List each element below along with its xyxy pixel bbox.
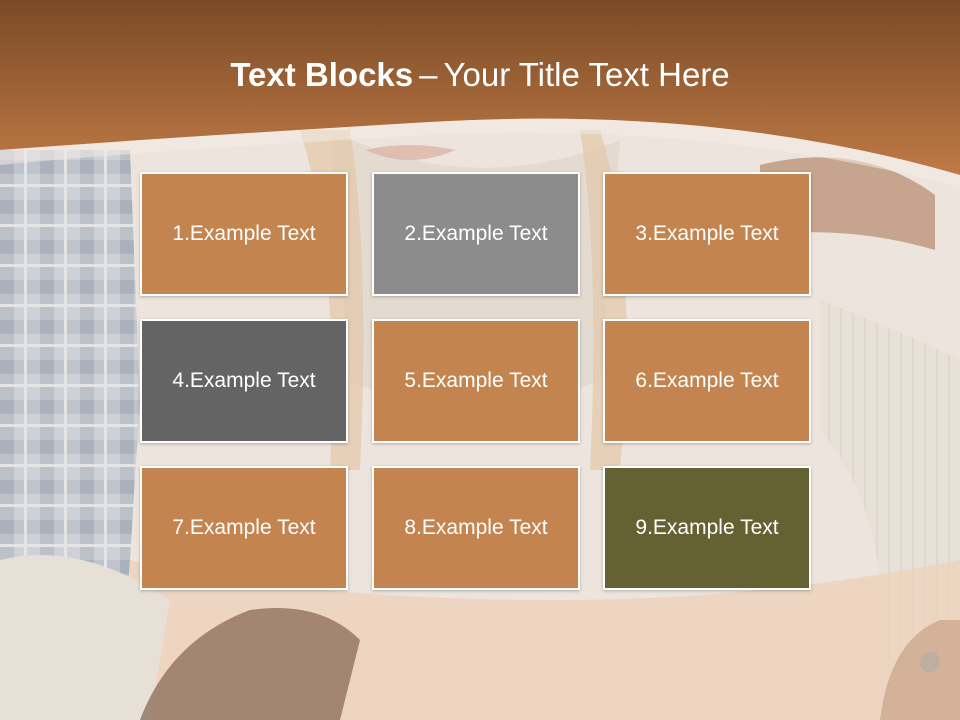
text-block-5[interactable]: 5.Example Text <box>372 319 580 443</box>
text-block-3[interactable]: 3.Example Text <box>603 172 811 296</box>
title-bold: Text Blocks <box>230 56 414 93</box>
text-block-1[interactable]: 1.Example Text <box>140 172 348 296</box>
text-block-7[interactable]: 7.Example Text <box>140 466 348 590</box>
text-block-6[interactable]: 6.Example Text <box>603 319 811 443</box>
title-rest: Your Title Text Here <box>443 56 730 93</box>
slide-title: Text Blocks–Your Title Text Here <box>0 52 960 98</box>
text-block-2[interactable]: 2.Example Text <box>372 172 580 296</box>
text-block-8[interactable]: 8.Example Text <box>372 466 580 590</box>
text-block-9[interactable]: 9.Example Text <box>603 466 811 590</box>
title-dash: – <box>419 56 438 93</box>
text-block-4[interactable]: 4.Example Text <box>140 319 348 443</box>
